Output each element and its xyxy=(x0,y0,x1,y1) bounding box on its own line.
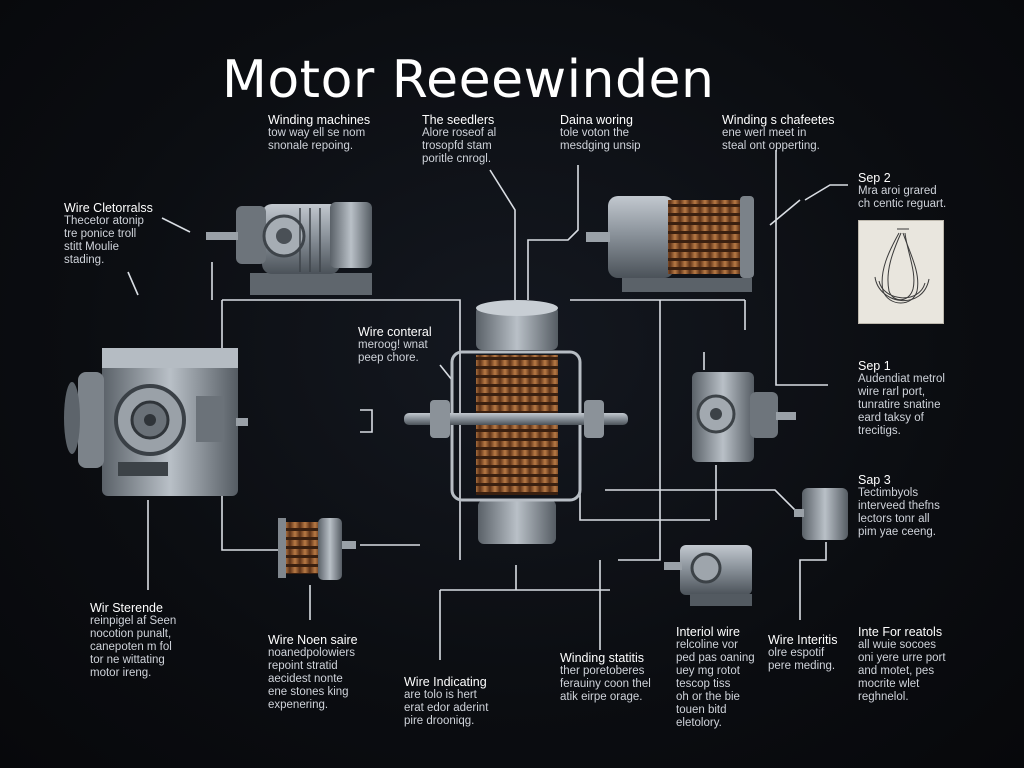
motor-icon xyxy=(664,545,752,606)
label-wir-sterende: Wir Sterende reinpigel af Seen nocotion … xyxy=(90,601,177,680)
label-wire-indicating: Wire Indicating are tolo is hert erat ed… xyxy=(404,675,489,728)
label-interiol-wire: Interiol wire relcoline vor ped pas oani… xyxy=(676,625,755,730)
motor-icon xyxy=(206,202,372,295)
motor-icon xyxy=(64,348,248,496)
label-wire-interitis: Wire Interitis olre espotif pere meding. xyxy=(768,633,838,673)
wire-sketch-panel xyxy=(858,220,944,324)
motor-icon xyxy=(692,372,796,462)
label-sap-3: Sap 3 Tectimbyols interveed thefns lecto… xyxy=(858,473,940,539)
label-wire-conteral: Wire conteral meroog! wnat peep chore. xyxy=(358,325,432,365)
label-the-seedlers: The seedlers Alore roseof al trosopfd st… xyxy=(422,113,497,166)
label-sep-1: Sep 1 Audendiat metrol wire rarl port, t… xyxy=(858,359,945,438)
reel-icon xyxy=(278,518,356,580)
wire-lines xyxy=(127,150,848,660)
label-winding-chafeetes: Winding s chafeetes ene werl meet in ste… xyxy=(722,113,835,153)
motor-icon xyxy=(794,488,848,540)
coil-core-icon xyxy=(404,300,628,544)
label-daina-woring: Daina woring tole voton the mesdging uns… xyxy=(560,113,641,153)
motor-icon xyxy=(586,196,754,292)
label-sep-2: Sep 2 Mra aroi grared ch centic reguart. xyxy=(858,171,947,211)
label-winding-statitis: Winding statitis ther poretoberes feraui… xyxy=(560,651,651,704)
label-winding-machines: Winding machines tow way ell se nom snon… xyxy=(268,113,371,153)
page-title: Motor Reeewinden xyxy=(222,50,715,110)
label-wire-noen: Wire Noen saire noanedpolowiers repoint … xyxy=(268,633,358,712)
label-inte-for-reatols: Inte For reatols all wuie socoes oni yer… xyxy=(858,625,946,704)
label-wire-cletorralss: Wire Cletorralss Thecetor atonip tre pon… xyxy=(64,201,153,267)
wire-sketch-icon xyxy=(874,228,930,304)
